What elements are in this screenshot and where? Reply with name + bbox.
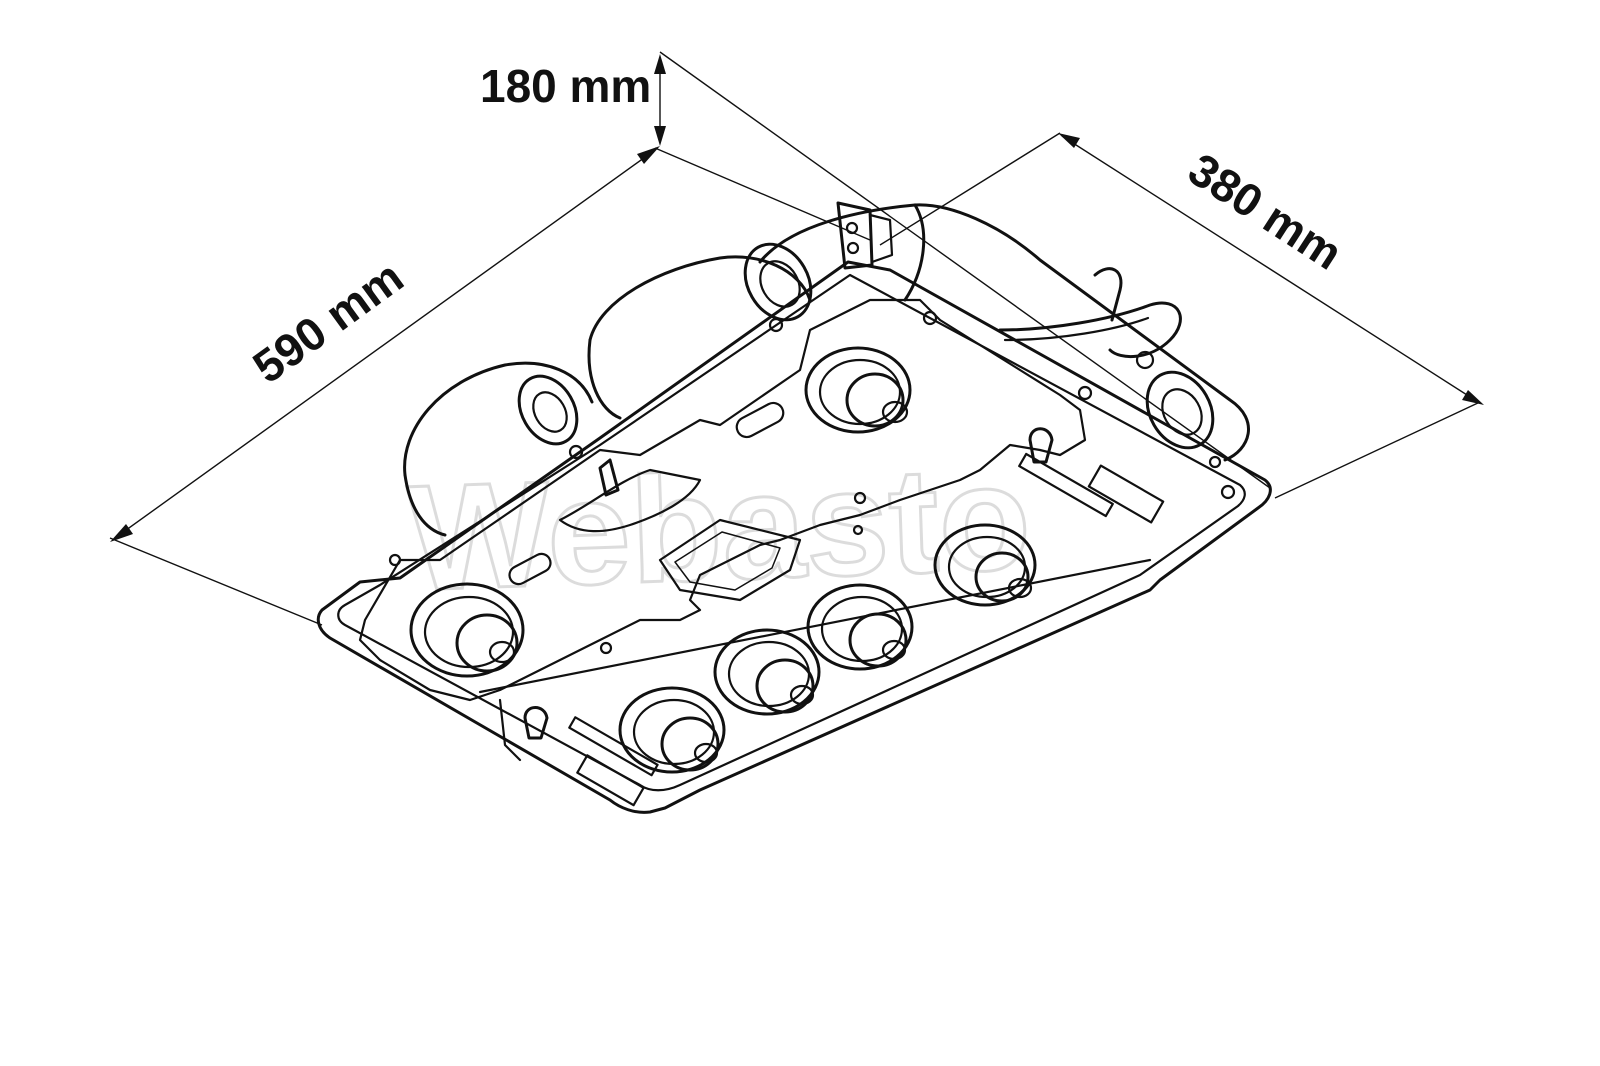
- arrow-right-icon: [637, 146, 660, 164]
- screws: [388, 310, 1236, 740]
- mounting-tab: [1087, 464, 1165, 524]
- heater-unit: [316, 201, 1272, 814]
- air-outlet: [409, 582, 525, 678]
- height-dimension-label: 180 mm: [480, 60, 651, 112]
- dimension-lines: [109, 51, 1484, 626]
- extension-line-top-front: [654, 147, 871, 241]
- base-plate-outline: [316, 260, 1272, 814]
- arrow-down-icon: [654, 126, 666, 146]
- height-dimension: [654, 54, 666, 146]
- air-outlet: [804, 346, 912, 434]
- width-dimension-label: 380 mm: [1180, 143, 1352, 280]
- arrow-left-icon: [1058, 133, 1080, 148]
- air-outlet: [806, 583, 914, 671]
- extension-line-left: [109, 537, 323, 626]
- air-outlet: [933, 523, 1037, 607]
- extension-line-width-top: [879, 132, 1061, 246]
- arrow-right-icon: [1462, 390, 1484, 405]
- slot: [735, 401, 785, 439]
- arrow-up-icon: [654, 54, 666, 74]
- air-outlet: [618, 686, 726, 774]
- arrow-left-icon: [110, 524, 133, 542]
- watermark-text: Webasto: [405, 432, 1033, 622]
- extension-line-width-bottom: [1274, 401, 1481, 499]
- air-outlets: [409, 346, 1037, 774]
- slot: [508, 552, 552, 586]
- inner-panel: [358, 298, 1087, 702]
- length-dimension: [110, 146, 660, 542]
- mounting-tab: [1018, 452, 1114, 518]
- center-cutout: [558, 468, 702, 533]
- watermark-logo: Webasto: [404, 431, 1035, 624]
- width-dimension: [1058, 133, 1484, 405]
- mounting-tab: [576, 754, 645, 807]
- air-outlet: [713, 628, 821, 716]
- length-dimension-label: 590 mm: [243, 250, 412, 393]
- extension-line-top: [659, 51, 1271, 489]
